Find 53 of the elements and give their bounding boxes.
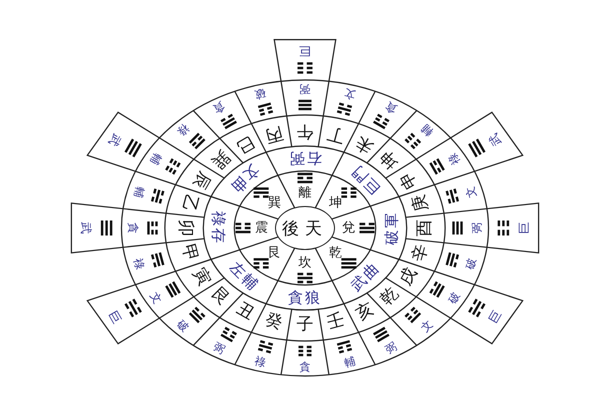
star-label: 弼 (300, 84, 310, 94)
mountain-label: 卯 (176, 220, 194, 236)
star-label: 祿 (446, 150, 462, 166)
star-label: 貪 (384, 100, 399, 116)
star-label: 巨 (486, 308, 504, 325)
star-label: 武 (486, 131, 504, 148)
star-label: 弼 (211, 340, 226, 356)
star-label: 巨 (106, 308, 124, 325)
star-label: 文 (419, 318, 435, 334)
mountain-label: 丙 (263, 124, 284, 145)
star-name: 貪狼 (288, 290, 322, 306)
star-label: 貪 (300, 362, 310, 372)
star-label: 輔 (342, 356, 356, 369)
star-label: 輔 (148, 150, 164, 166)
mountain-label: 壬 (326, 311, 347, 332)
mountain-label: 子 (296, 316, 314, 334)
star-label: 巨 (299, 45, 311, 57)
star-label: 祿 (175, 122, 191, 138)
star-label: 祿 (132, 257, 146, 271)
star-label: 武 (80, 222, 92, 234)
star-label: 文 (342, 87, 356, 100)
star-label: 破 (464, 257, 478, 271)
star-label: 弼 (384, 340, 399, 356)
trigram-name: 坎 (298, 256, 312, 270)
mountain-label: 庚 (410, 192, 432, 214)
star-label: 文 (148, 290, 164, 306)
mountain-label: 午 (296, 122, 314, 140)
star-label: 破 (446, 290, 462, 306)
star-label: 祿 (254, 356, 268, 369)
star-name: 破軍 (384, 211, 400, 245)
star-label: 武 (106, 131, 124, 148)
star-label: 輔 (132, 185, 146, 199)
mountain-label: 亥 (354, 300, 377, 324)
mountain-label: 巳 (233, 132, 256, 156)
star-label: 破 (254, 87, 268, 100)
star-name: 右弼 (288, 150, 322, 166)
mountain-label: 癸 (263, 311, 284, 332)
star-label: 巨 (518, 222, 530, 234)
star-label: 輔 (419, 122, 435, 138)
mountain-label: 丑 (233, 300, 256, 324)
star-name: 祿存 (210, 211, 226, 245)
star-label: 文 (464, 185, 478, 199)
star-label: 貪 (127, 222, 138, 234)
star-label: 貪 (211, 100, 226, 116)
mountain-label: 甲 (178, 242, 200, 264)
mountain-label: 丁 (326, 124, 347, 145)
mountain-label: 未 (354, 132, 377, 156)
star-label: 弼 (472, 222, 483, 234)
mountain-label: 酉 (416, 220, 434, 236)
mountain-label: 辛 (410, 242, 432, 264)
trigram-name: 震 (255, 222, 268, 234)
mountain-label: 乙 (178, 192, 200, 214)
star-label: 破 (175, 318, 191, 334)
